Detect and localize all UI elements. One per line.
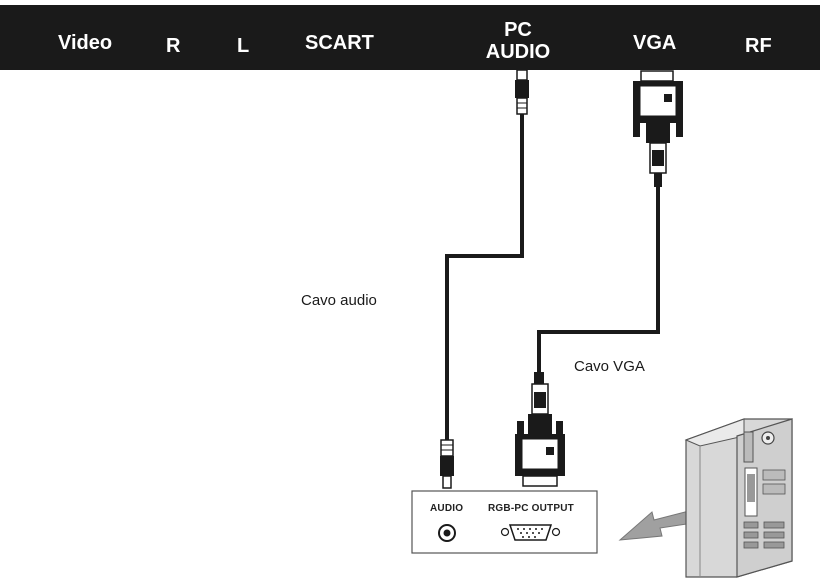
pc-back-panel [411, 490, 598, 554]
rca-plug-icon [515, 69, 529, 115]
vga-connector-icon [515, 372, 565, 487]
header-label-l: L [237, 35, 250, 57]
header-label-audio: AUDIO [485, 41, 551, 63]
vga-port-icon [500, 524, 561, 541]
header-label-r: R [166, 35, 181, 57]
vga-cable [515, 70, 683, 487]
pc-tower-icon [684, 418, 793, 578]
header-label-pc-audio: PC AUDIO [480, 19, 556, 63]
header-label-rf: RF [745, 35, 772, 57]
header-label-pc: PC [504, 19, 532, 41]
vga-connector-icon [633, 70, 683, 187]
audio-cable [440, 69, 529, 489]
rca-plug-icon [440, 439, 454, 489]
rgb-pc-output-label: RGB-PC OUTPUT [488, 503, 574, 514]
audio-cable-label: Cavo audio [301, 292, 377, 309]
audio-jack-icon [438, 524, 456, 542]
header-label-vga: VGA [633, 32, 677, 54]
header-label-video: Video [58, 32, 113, 54]
audio-port-label: AUDIO [430, 503, 464, 514]
connector-header-bar: Video R L SCART PC AUDIO VGA RF [0, 5, 820, 70]
header-label-scart: SCART [305, 32, 374, 54]
vga-cable-label: Cavo VGA [574, 358, 645, 375]
